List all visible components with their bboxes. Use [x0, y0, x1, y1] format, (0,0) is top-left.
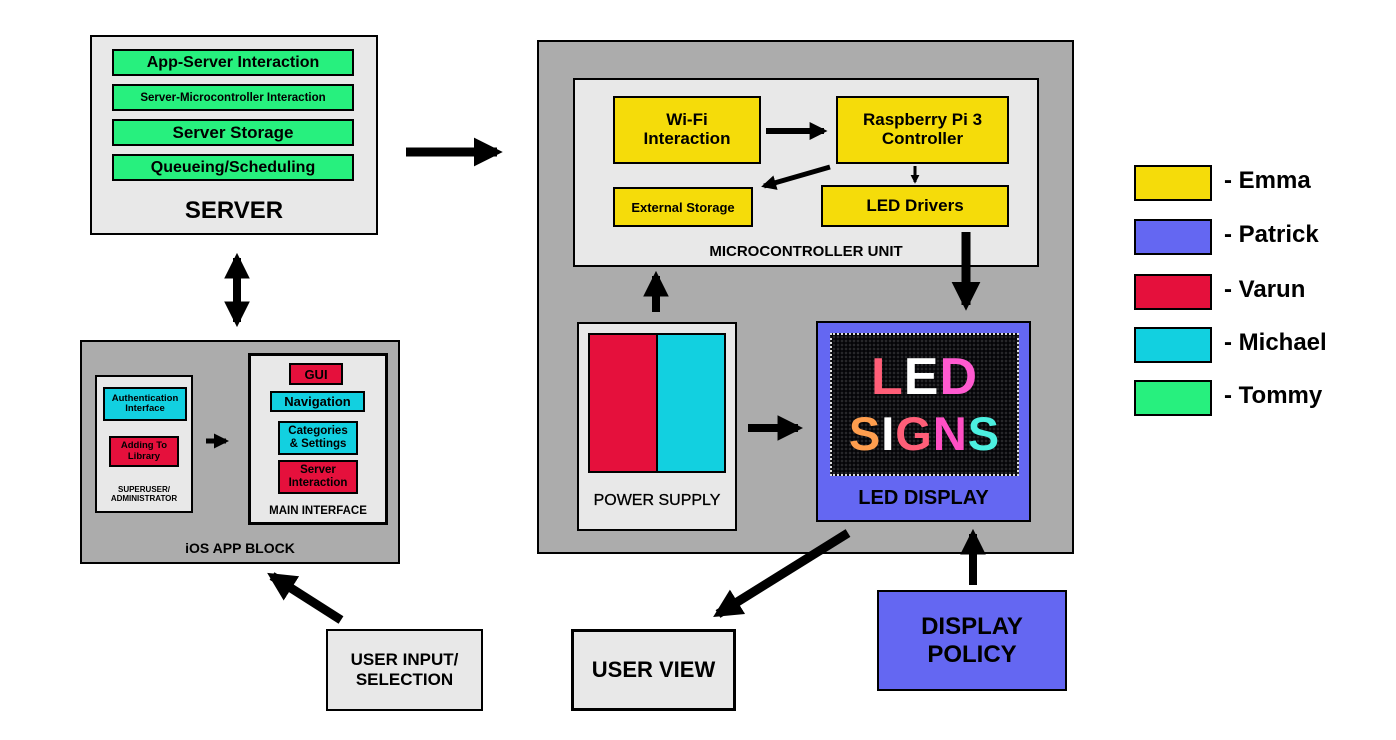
led-sign-letter: L	[870, 348, 904, 406]
legend-item: - Varun	[1134, 272, 1384, 312]
wifi-interaction: Wi-Fi Interaction	[613, 96, 761, 164]
admin-block: Authentication Interface Adding To Libra…	[95, 375, 193, 513]
server-item-queueing: Queueing/Scheduling	[112, 154, 354, 181]
led-sign-letter: E	[903, 348, 940, 406]
legend-swatch-varun	[1134, 274, 1212, 310]
led-display: L E D S I G N S LED DISPLAY	[816, 321, 1031, 522]
legend: - Emma - Patrick - Varun - Michael - Tom…	[1134, 163, 1384, 423]
led-sign-letter: I	[881, 406, 896, 460]
user-input-selection: USER INPUT/ SELECTION	[326, 629, 483, 711]
legend-label: - Patrick	[1224, 221, 1319, 248]
legend-swatch-tommy	[1134, 380, 1212, 416]
power-supply: POWER SUPPLY	[577, 322, 737, 531]
legend-item: - Emma	[1134, 163, 1384, 203]
power-supply-label: POWER SUPPLY	[593, 492, 721, 509]
legend-label: - Emma	[1224, 167, 1311, 194]
legend-label: - Tommy	[1224, 382, 1323, 409]
user-view: USER VIEW	[571, 629, 736, 711]
ios-app-block: Authentication Interface Adding To Libra…	[80, 340, 400, 564]
led-sign-letter: G	[895, 406, 933, 460]
ios-app-title: iOS APP BLOCK	[185, 540, 295, 556]
legend-item: - Michael	[1134, 325, 1384, 365]
led-sign-line1: L E D	[832, 348, 1017, 406]
display-policy: DISPLAY POLICY	[877, 590, 1067, 691]
led-drivers: LED Drivers	[821, 185, 1009, 227]
server-item-storage: Server Storage	[112, 119, 354, 146]
legend-item: - Tommy	[1134, 378, 1384, 418]
legend-label: - Varun	[1224, 276, 1306, 303]
microcontroller-unit: Wi-Fi Interaction Raspberry Pi 3 Control…	[573, 78, 1039, 267]
legend-swatch-emma	[1134, 165, 1212, 201]
server-interaction-box: Server Interaction	[278, 460, 358, 494]
adding-to-library: Adding To Library	[109, 436, 179, 467]
arrow-user-input-to-ios	[267, 572, 344, 624]
legend-item: - Patrick	[1134, 217, 1384, 257]
raspberry-pi-controller: Raspberry Pi 3 Controller	[836, 96, 1009, 164]
power-michael-section	[656, 333, 726, 473]
gui-box: GUI	[289, 363, 343, 385]
legend-label: - Michael	[1224, 329, 1327, 356]
server-item-server-mcu: Server-Microcontroller Interaction	[112, 84, 354, 111]
led-sign-letter: S	[848, 406, 882, 460]
led-sign-letter: S	[967, 406, 1001, 460]
server-title: SERVER	[184, 197, 284, 224]
categories-settings-box: Categories & Settings	[278, 421, 358, 455]
led-sign-letter: N	[932, 406, 968, 460]
legend-swatch-michael	[1134, 327, 1212, 363]
mcu-label: MICROCONTROLLER UNIT	[709, 242, 903, 260]
arrow-rpi-to-storage	[761, 164, 831, 190]
power-varun-section	[588, 333, 658, 473]
server-item-app-server: App-Server Interaction	[112, 49, 354, 76]
external-storage: External Storage	[613, 187, 753, 227]
main-interface-block: GUI Navigation Categories & Settings Ser…	[248, 353, 388, 525]
led-sign-screen: L E D S I G N S	[830, 333, 1019, 476]
authentication-interface: Authentication Interface	[103, 387, 187, 421]
main-interface-label: MAIN INTERFACE	[269, 505, 367, 517]
led-display-label: LED DISPLAY	[858, 486, 989, 509]
server-block: App-Server Interaction Server-Microcontr…	[90, 35, 378, 235]
navigation-box: Navigation	[270, 391, 365, 412]
legend-swatch-patrick	[1134, 219, 1212, 255]
admin-label: SUPERUSER/ ADMINISTRATOR	[110, 484, 178, 503]
arrow-display-to-user-view	[713, 529, 851, 618]
led-sign-letter: D	[939, 348, 978, 406]
led-sign-line2: S I G N S	[832, 406, 1017, 460]
